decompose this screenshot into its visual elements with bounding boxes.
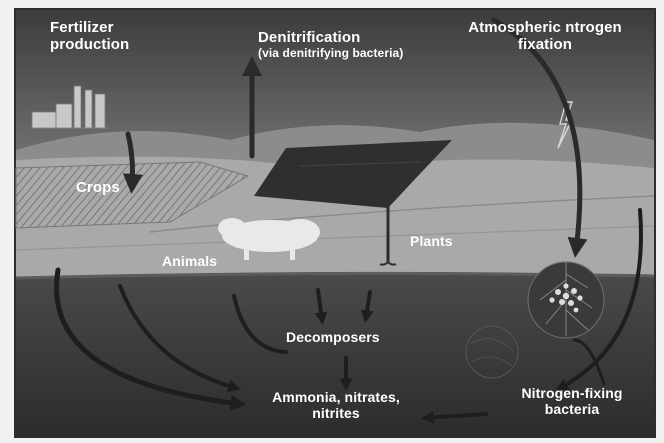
root-nodules-icon bbox=[528, 262, 604, 338]
label-animals: Animals bbox=[162, 254, 217, 270]
label-fertilizer-line2: production bbox=[50, 37, 129, 54]
label-plants: Plants bbox=[410, 234, 453, 250]
label-fertilizer-line1: Fertilizer bbox=[50, 20, 129, 37]
label-crops: Crops bbox=[76, 180, 120, 197]
label-denitrification-line1: Denitrification bbox=[258, 30, 403, 47]
label-nfb-line2: bacteria bbox=[510, 402, 634, 418]
label-denitrification-line2: (via denitrifying bacteria) bbox=[258, 47, 403, 60]
label-decomposers: Decomposers bbox=[286, 330, 380, 346]
label-fertilizer-production: Fertilizer production bbox=[50, 20, 129, 54]
label-denitrification: Denitrification (via denitrifying bacter… bbox=[258, 30, 403, 60]
label-atmospheric-fixation: Atmospheric ntrogen fixation bbox=[462, 20, 628, 54]
label-atmospheric-line1: Atmospheric ntrogen bbox=[462, 20, 628, 37]
label-atmospheric-line2: fixation bbox=[462, 37, 628, 54]
label-nitrogen-fixing-bacteria: Nitrogen-fixing bacteria bbox=[510, 386, 634, 417]
label-nfb-line1: Nitrogen-fixing bbox=[510, 386, 634, 402]
label-ammonia-line2: nitrites bbox=[246, 406, 426, 422]
label-ammonia-line1: Ammonia, nitrates, bbox=[246, 390, 426, 406]
label-ammonia-nitrates-nitrites: Ammonia, nitrates, nitrites bbox=[246, 390, 426, 421]
